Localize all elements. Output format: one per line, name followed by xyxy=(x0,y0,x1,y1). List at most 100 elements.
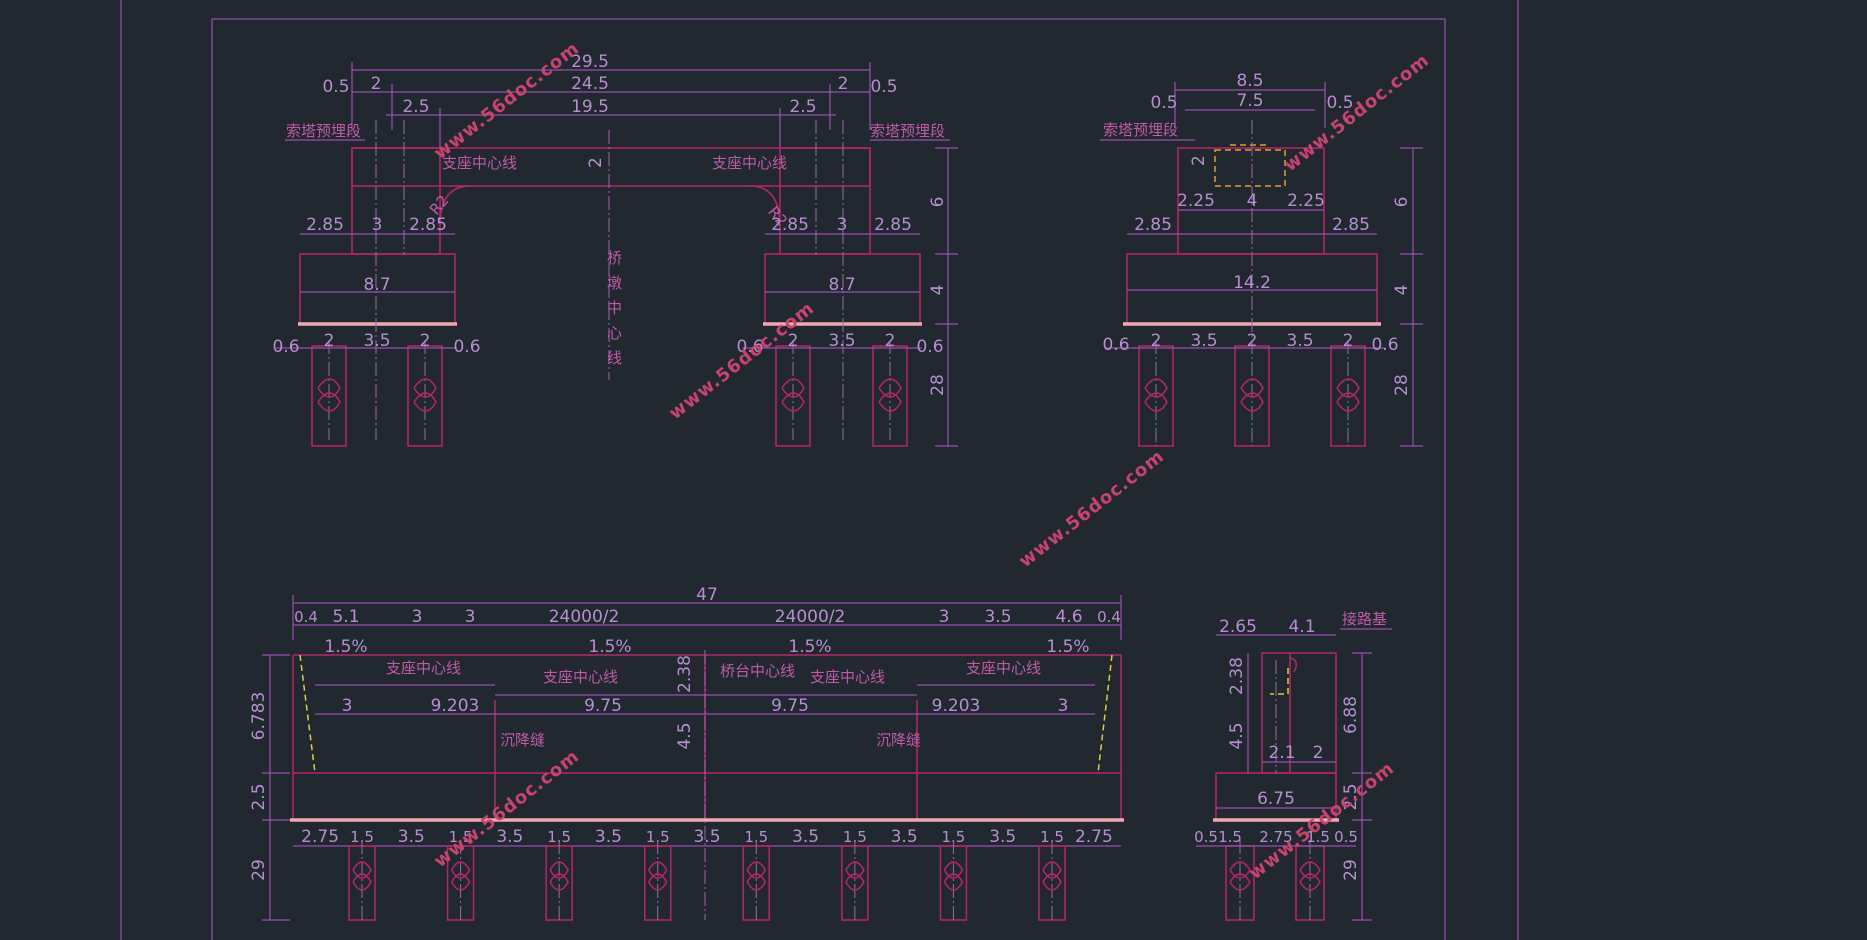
dim-side-p5: 3.5 xyxy=(1286,331,1313,351)
dim-side-b: 4 xyxy=(1247,191,1258,211)
label-bearing-r: 支座中心线 xyxy=(712,154,787,172)
label-cable-tower-l: 索塔预埋段 xyxy=(286,122,361,140)
dim-h2: 4 xyxy=(928,285,948,296)
dim-right-p1: 0.6 xyxy=(736,337,763,357)
dim-side-p6: 2 xyxy=(1343,331,1354,351)
dim-abut-pile-16: 2.75 xyxy=(1075,827,1113,847)
dim-side-l: 2 xyxy=(371,74,382,94)
dim-abut-mid-4: 9.203 xyxy=(932,696,981,716)
dim-left-p2: 2 xyxy=(324,331,335,351)
dim-side-w1: 8.5 xyxy=(1236,71,1263,91)
dim-h3: 28 xyxy=(928,374,948,396)
label-abut-bearing4: 支座中心线 xyxy=(966,659,1041,677)
dim-abut-top-0: 0.4 xyxy=(294,608,318,626)
dim-side-w2: 7.5 xyxy=(1236,91,1263,111)
dim-as-b: 4.1 xyxy=(1288,617,1315,637)
abutment-side-view: 接路基 2.65 4.1 2.38 4.5 2.1 2 6.75 6.88 2.… xyxy=(1194,610,1392,921)
dim-left-p1: 0.6 xyxy=(272,337,299,357)
dim-left-p4: 2 xyxy=(420,331,431,351)
watermark-1: www.56doc.com xyxy=(430,38,583,164)
dim-side-r: 2 xyxy=(838,74,849,94)
dim-abut-pile-7: 1.5 xyxy=(646,828,670,846)
dim-as-pile-1: 1.5 xyxy=(1218,828,1242,846)
dim-abut-top-8: 4.6 xyxy=(1055,607,1082,627)
label-joint-r: 沉降缝 xyxy=(876,731,921,749)
pier-elevation: 29.5 24.5 19.5 0.5 0.5 2 2 2.5 2.5 xyxy=(272,52,958,447)
dim-abut-slope-3: 1.5% xyxy=(1046,637,1089,657)
dim-abut-pile-12: 3.5 xyxy=(891,827,918,847)
watermark-5: www.56doc.com xyxy=(430,746,583,872)
dim-abut-top-4: 24000/2 xyxy=(549,607,620,627)
dim-edge-l: 0.5 xyxy=(322,77,349,97)
dim-right-c: 2.85 xyxy=(874,215,912,235)
dim-abut-mid-0: 3 xyxy=(342,696,353,716)
dim-abut-pile-15: 1.5 xyxy=(1040,828,1064,846)
label-abut-bearing2: 支座中心线 xyxy=(543,668,618,686)
dim-as-w2: 2 xyxy=(1313,743,1324,763)
dim-right-b: 3 xyxy=(837,215,848,235)
dim-as-rh3: 29 xyxy=(1341,859,1361,881)
dim-as-pile-0: 0.5 xyxy=(1194,828,1218,846)
watermark-4: www.56doc.com xyxy=(1015,446,1168,572)
dim-as-w1: 2.1 xyxy=(1268,743,1295,763)
label-roadbed: 接路基 xyxy=(1342,610,1387,628)
drawing-frame xyxy=(120,0,1519,940)
dim-abut-mid-1: 9.203 xyxy=(431,696,480,716)
dim-abut-pile-14: 3.5 xyxy=(989,827,1016,847)
dim-abut-mid-3: 9.75 xyxy=(771,696,809,716)
dim-inner: 24.5 xyxy=(571,74,609,94)
dim-abut-pile-9: 1.5 xyxy=(744,828,768,846)
dim-beam-depth: 2 xyxy=(586,157,606,168)
label-side-cable-tower: 索塔预埋段 xyxy=(1103,121,1178,139)
watermark-2: www.56doc.com xyxy=(1280,50,1433,176)
dim-side-h1: 6 xyxy=(1392,197,1412,208)
dim-abut-h1: 6.783 xyxy=(249,692,269,741)
dim-step-l: 2.5 xyxy=(402,97,429,117)
dim-abut-pile-2: 3.5 xyxy=(398,827,425,847)
pier-side-view: 8.5 7.5 0.5 0.5 索塔预埋段 2 2.25 4 2.25 2.85… xyxy=(1100,71,1423,447)
dim-abut-pile-11: 1.5 xyxy=(843,828,867,846)
dim-abut-top-9: 0.4 xyxy=(1097,608,1121,626)
watermark-3: www.56doc.com xyxy=(665,298,818,424)
dim-right-p3: 3.5 xyxy=(828,331,855,351)
dim-edge-r: 0.5 xyxy=(870,77,897,97)
abutment-piles xyxy=(348,840,1066,921)
dim-side-p1: 0.6 xyxy=(1102,335,1129,355)
dim-abut-top-5: 24000/2 xyxy=(775,607,846,627)
dim-as-h2: 4.5 xyxy=(1227,722,1247,749)
dim-h1: 6 xyxy=(928,197,948,208)
dim-abut-top-3: 3 xyxy=(465,607,476,627)
dim-left-c: 2.85 xyxy=(409,215,447,235)
dim-abut-top-1: 5.1 xyxy=(332,607,359,627)
dim-as-h1: 2.38 xyxy=(1227,657,1247,695)
label-abut-axis: 桥台中心线 xyxy=(720,662,795,680)
label-pier-axis: 桥墩中心线 xyxy=(605,250,623,375)
dim-abut-top-7: 3.5 xyxy=(984,607,1011,627)
dim-side-d: 2 xyxy=(1189,155,1209,166)
dim-right-width: 8.7 xyxy=(828,275,855,295)
dim-as-pile-3: 1.5 xyxy=(1306,828,1330,846)
label-bearing-l: 支座中心线 xyxy=(442,154,517,172)
dim-side-p7: 0.6 xyxy=(1371,335,1398,355)
dim-side-e2: 0.5 xyxy=(1326,93,1353,113)
label-abut-bearing3: 支座中心线 xyxy=(810,668,885,686)
dim-step-r: 2.5 xyxy=(789,97,816,117)
dim-abut-pile-0: 2.75 xyxy=(301,827,339,847)
dim-abut-pile-10: 3.5 xyxy=(792,827,819,847)
dim-as-rh2: 2.5 xyxy=(1341,783,1361,810)
dim-overall: 29.5 xyxy=(571,52,609,72)
dim-abut-pile-1: 1.5 xyxy=(350,828,374,846)
dim-as-pile-4: 0.5 xyxy=(1334,828,1358,846)
dim-abut-pile-8: 3.5 xyxy=(693,827,720,847)
dim-abut-top-6: 3 xyxy=(939,607,950,627)
dim-side-a: 2.25 xyxy=(1177,191,1215,211)
label-cable-tower-r: 索塔预埋段 xyxy=(870,122,945,140)
dim-left-p5: 0.6 xyxy=(453,337,480,357)
dim-abut-pile-3: 1.5 xyxy=(449,828,473,846)
